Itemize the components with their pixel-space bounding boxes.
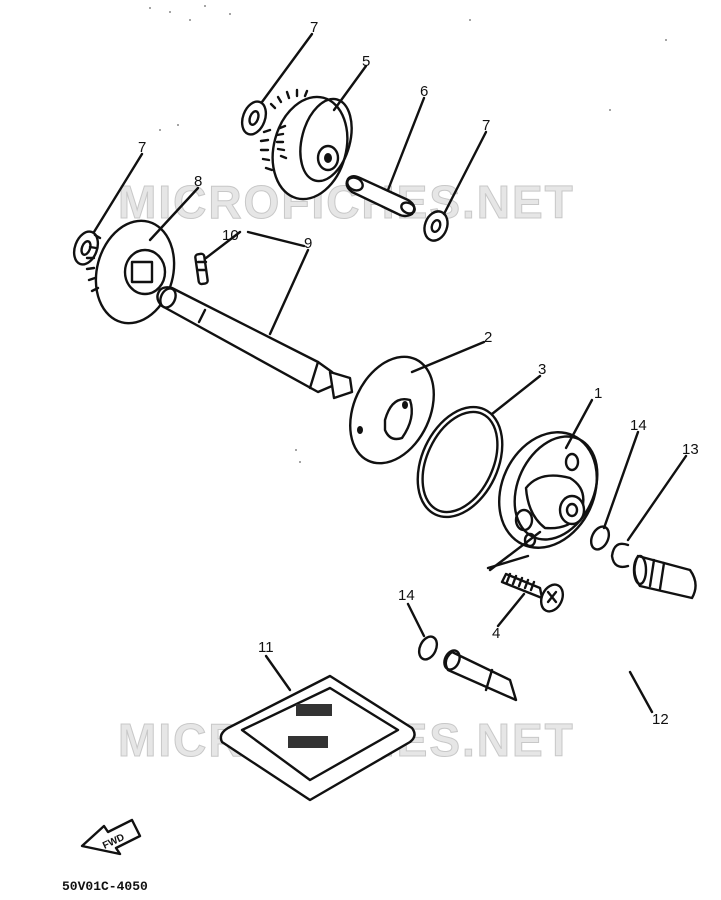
callout-14-upper: 14 [630, 417, 647, 434]
callout-13: 13 [682, 441, 699, 458]
callout-numbers: 1 2 3 4 5 6 7 7 7 8 9 10 11 12 13 14 14 [138, 19, 699, 728]
scan-noise [149, 5, 667, 463]
callout-12: 12 [652, 711, 669, 728]
callout-4: 4 [492, 625, 500, 642]
washer-7-left [72, 230, 100, 266]
washer-7-right [423, 210, 449, 242]
watermark-top: MICROFICHES.NET [118, 176, 575, 228]
washer-7-top [240, 100, 268, 136]
callout-14-lower: 14 [398, 587, 415, 604]
drawing-code: 50V01C-4050 [62, 879, 148, 894]
shaft-9 [156, 286, 354, 400]
strainer-11 [219, 674, 416, 802]
callout-10: 10 [222, 227, 239, 244]
pin-6 [345, 175, 416, 218]
callout-11: 11 [258, 639, 274, 656]
callout-7-left: 7 [138, 139, 146, 156]
o-ring-14-lower [417, 635, 439, 661]
callout-1: 1 [594, 385, 602, 402]
callout-5: 5 [362, 53, 370, 70]
pump-body-1 [498, 431, 599, 549]
screw-4 [486, 530, 565, 613]
pin-10 [194, 252, 209, 286]
circlip-13 [610, 542, 630, 569]
callout-2: 2 [484, 329, 492, 346]
cover-plate-2 [349, 355, 435, 465]
callout-6: 6 [420, 83, 428, 100]
callout-7-right: 7 [482, 117, 490, 134]
double-gear-5 [259, 88, 353, 201]
o-ring-3 [416, 405, 504, 519]
callout-3: 3 [538, 361, 546, 378]
callout-9: 9 [304, 235, 312, 252]
callout-7-top: 7 [310, 19, 318, 36]
leader-lines [92, 32, 688, 714]
callout-8: 8 [194, 173, 202, 190]
gear-8 [85, 219, 176, 325]
oil-pipe-12 [443, 554, 697, 702]
o-ring-14-upper [589, 525, 611, 551]
forward-arrow: FWD [80, 818, 142, 856]
